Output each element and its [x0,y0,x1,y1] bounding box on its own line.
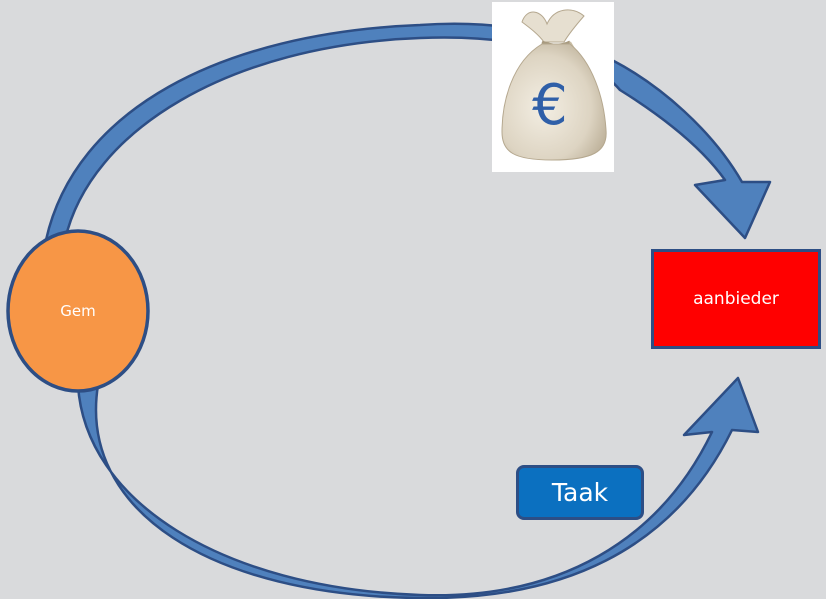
money-bag-icon: € [501,9,607,161]
task-flow-arrow [76,376,760,599]
task-node: Taak [516,465,644,520]
money-bag-image: € [492,2,614,172]
currency-symbol: € [532,73,568,138]
municipality-label: Gem [60,302,96,320]
task-label: Taak [551,478,609,507]
money-flow-arrow [44,22,772,242]
municipality-node [6,229,150,393]
provider-label: aanbieder [693,289,779,309]
provider-node: aanbieder [651,249,821,349]
